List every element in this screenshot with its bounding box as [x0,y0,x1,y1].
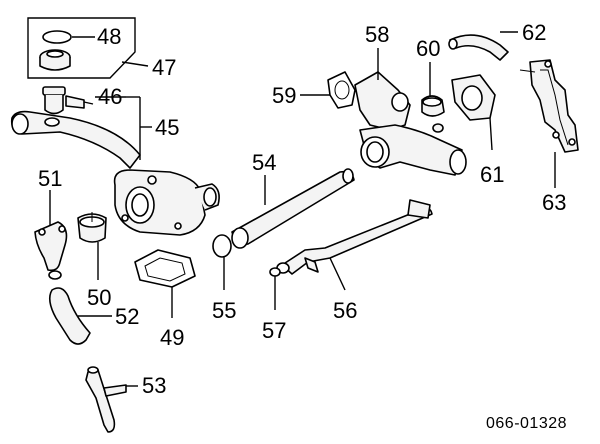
part-51-water-inlet [34,190,68,280]
part-55-o-ring [212,234,232,290]
part-47-cap [39,49,71,71]
part-59-gasket [300,71,356,109]
part-62-hose [448,31,518,61]
part-61-flange [451,74,496,151]
callout-61: 61 [480,162,504,187]
callout-51: 51 [38,166,62,191]
callout-50: 50 [87,285,111,310]
callout-52: 52 [115,304,139,329]
part-46-neck [42,86,126,115]
part-49-gasket [134,249,196,318]
diagram-code: 066-01328 [486,415,567,432]
callout-57: 57 [262,318,286,343]
part-47-box [27,17,149,79]
part-57-o-ring [269,262,290,310]
part-60-sensor [421,62,445,133]
part-54-tube [231,168,355,249]
callout-56: 56 [333,298,357,323]
callout-55: 55 [212,298,236,323]
callout-49: 49 [160,325,184,350]
callout-46: 46 [98,84,122,109]
part-56-pipe [281,199,433,291]
callout-48: 48 [97,24,121,49]
callout-45: 45 [155,115,179,140]
part-52-hose [48,287,112,345]
part-48-o-ring [42,30,95,44]
thermostat-housing [113,169,220,236]
callout-47: 47 [152,55,176,80]
part-53-pipe [85,366,138,433]
part-45-water-pipe [10,96,152,169]
part-58-housing [354,48,467,176]
callout-53: 53 [142,373,166,398]
callout-60: 60 [416,36,440,61]
part-63-bracket [519,59,579,188]
callout-62: 62 [522,20,546,45]
callout-58: 58 [365,22,389,47]
callout-54: 54 [252,150,276,175]
callout-63: 63 [542,190,566,215]
callout-labels: 48 47 46 45 51 50 52 49 53 54 55 56 57 5… [38,20,566,398]
part-50-thermostat [77,212,107,280]
callout-59: 59 [272,83,296,108]
